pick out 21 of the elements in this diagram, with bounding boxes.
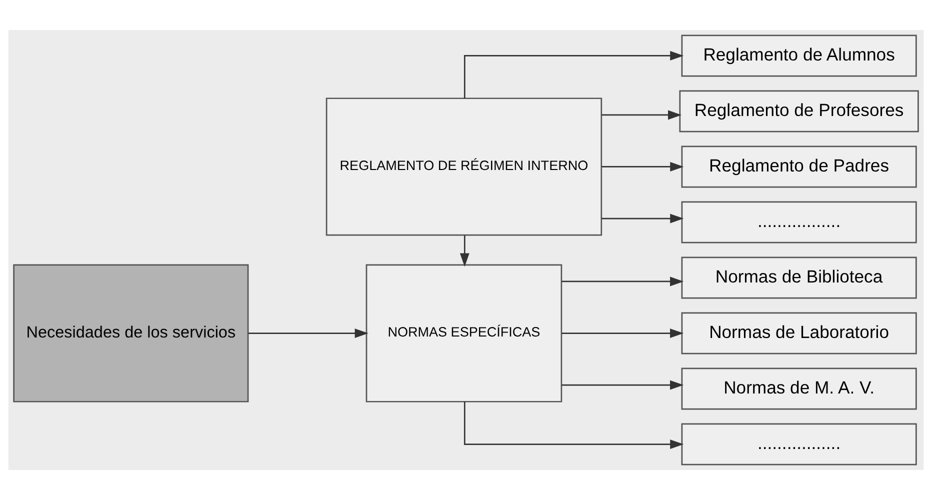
node-box: Normas de Laboratorio <box>681 312 917 354</box>
node-box: Necesidades de los servicios <box>13 264 249 402</box>
node-box: NORMAS ESPECÍFICAS <box>366 264 562 402</box>
node-box: REGLAMENTO DE RÉGIMEN INTERNO <box>326 97 602 236</box>
arrow <box>602 162 684 171</box>
arrow <box>602 213 684 223</box>
node-box: Normas de M. A. V. <box>681 367 917 410</box>
node-box: ................. <box>681 200 917 243</box>
node-box: Reglamento de Profesores <box>679 90 919 132</box>
arrow <box>562 328 684 338</box>
node-box: ................. <box>681 422 917 465</box>
node-box: Reglamento de Alumnos <box>681 34 917 76</box>
arrow <box>464 401 684 449</box>
arrow <box>460 234 470 266</box>
arrow <box>562 276 684 286</box>
arrow <box>464 50 684 98</box>
arrow <box>602 110 682 120</box>
arrow <box>248 328 368 338</box>
arrow <box>562 380 684 390</box>
node-box: Normas de Biblioteca <box>681 256 917 298</box>
node-box: Reglamento de Padres <box>681 145 917 188</box>
